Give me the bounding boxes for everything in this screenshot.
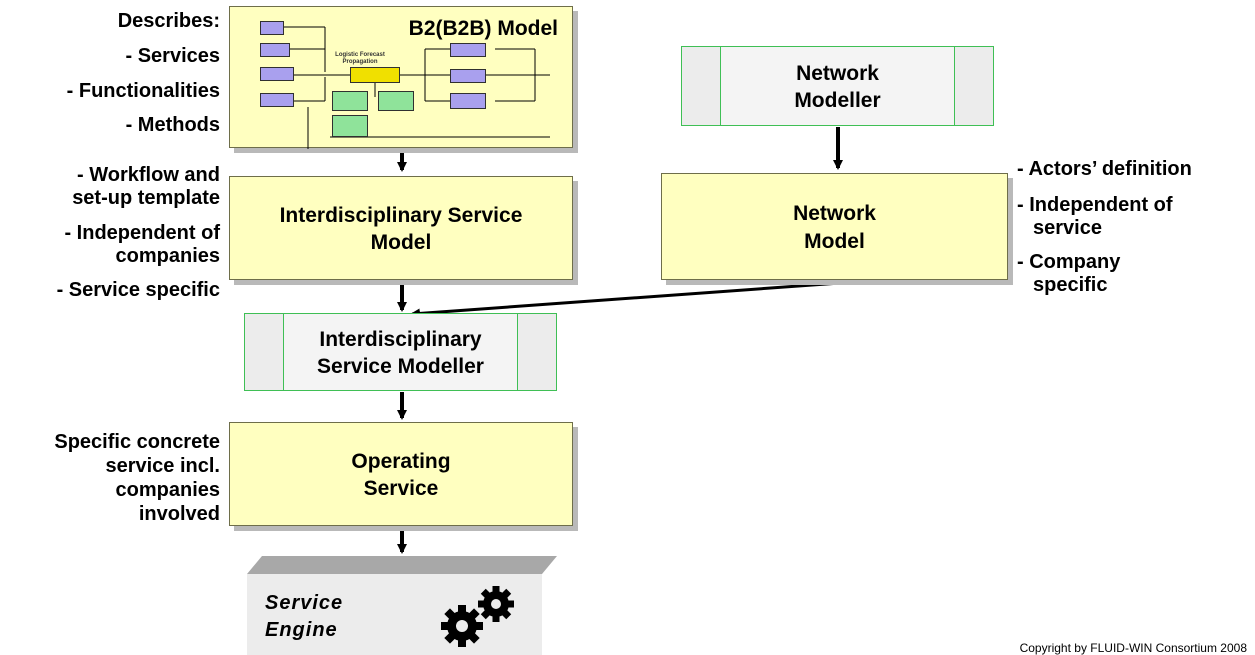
b2b-model-title: B2(B2B) Model — [408, 17, 558, 40]
mini-process-node — [378, 91, 414, 111]
workflow-note: companies — [115, 245, 220, 267]
describes-methods: - Methods — [125, 114, 220, 136]
describes-heading: Describes: — [117, 10, 220, 32]
box-label: Operating — [351, 450, 451, 473]
box-label: Service — [363, 477, 439, 500]
copyright-text: Copyright by FLUID-WIN Consortium 2008 — [1019, 641, 1247, 655]
operating-note: involved — [138, 503, 220, 525]
mini-process-node — [332, 115, 368, 137]
b2b-model-box: B2(B2B) Model Logistic Forecast Propagat… — [229, 6, 573, 149]
box-label: Interdisciplinary Service — [279, 204, 523, 227]
mini-process-node — [260, 67, 294, 81]
workflow-note: - Independent of — [64, 222, 220, 244]
service-engine-label: Service — [265, 592, 344, 614]
b2b-inner-label: Logistic Forecast Propagation — [335, 52, 385, 65]
tool-label: Network — [796, 62, 879, 85]
mini-process-node — [260, 43, 290, 57]
b2b-mini-diagram — [280, 26, 550, 149]
describes-functionalities: - Functionalities — [66, 80, 220, 102]
operating-note: companies — [115, 479, 220, 501]
mini-process-node — [332, 91, 368, 111]
mini-process-node — [450, 93, 486, 109]
tool-label: Modeller — [794, 89, 881, 112]
network-model-box: Network Model — [661, 173, 1008, 280]
network-modeller-tool: Network Modeller — [681, 46, 994, 126]
workflow-note: - Workflow and — [77, 164, 220, 186]
describes-services: - Services — [125, 45, 220, 67]
network-note: - Company — [1017, 251, 1121, 273]
network-note: - Independent of — [1017, 194, 1173, 216]
box-label: Model — [804, 230, 865, 253]
operating-note: service incl. — [105, 455, 220, 477]
mini-process-node — [450, 43, 486, 57]
workflow-note: set-up template — [72, 187, 220, 209]
network-note: specific — [1033, 274, 1108, 296]
tool-label: Service Modeller — [317, 355, 484, 378]
mini-process-node — [350, 67, 400, 83]
workflow-note: - Service specific — [56, 279, 220, 301]
network-note: - Actors’ definition — [1017, 158, 1192, 180]
interdisciplinary-service-model-box: Interdisciplinary Service Model — [229, 176, 573, 280]
interdisciplinary-service-modeller-tool: Interdisciplinary Service Modeller — [244, 313, 557, 391]
operating-service-box: Operating Service — [229, 422, 573, 526]
mini-process-node — [260, 21, 284, 35]
operating-note: Specific concrete — [54, 431, 220, 453]
mini-process-node — [450, 69, 486, 83]
arrow-network-model-to-modeller — [410, 278, 883, 319]
network-note: service — [1033, 217, 1102, 239]
box-label: Network — [793, 202, 876, 225]
service-engine-label: Engine — [265, 619, 338, 641]
box-label: Model — [370, 231, 432, 254]
tool-label: Interdisciplinary — [319, 328, 482, 351]
mini-process-node — [260, 93, 294, 107]
